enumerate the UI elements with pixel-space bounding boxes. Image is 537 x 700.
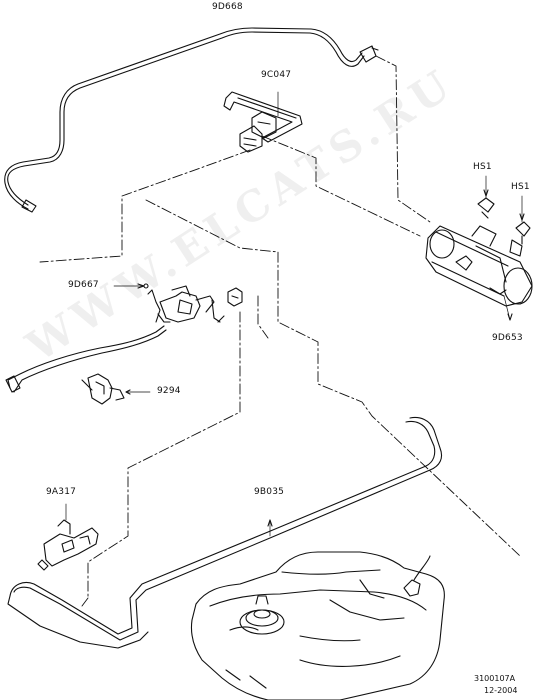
label-9d667: 9D667 [68, 280, 99, 290]
label-hs1-b: HS1 [511, 182, 530, 192]
label-9b035: 9B035 [254, 487, 285, 497]
label-9a317: 9A317 [46, 487, 77, 497]
label-9294: 9294 [157, 386, 181, 396]
connector-9a317 [37, 503, 99, 571]
label-9c047: 9C047 [261, 70, 292, 80]
bracket-9294 [81, 373, 151, 405]
clip-hs1-a [477, 175, 495, 219]
drawing-number: 3100107A [474, 674, 516, 683]
purge-valve-9d667 [5, 283, 243, 393]
label-9d668: 9D668 [212, 2, 243, 12]
clip-hs1-b [515, 195, 531, 245]
label-hs1-a: HS1 [473, 162, 492, 172]
canister-9d653 [425, 225, 533, 321]
vapor-line-9d668 [4, 27, 379, 213]
fuel-tank [190, 551, 445, 700]
drawing-date: 12-2004 [484, 686, 518, 695]
routing-lines [39, 55, 521, 607]
valve-9c047 [223, 91, 303, 153]
label-9d653: 9D653 [492, 333, 523, 343]
fuel-line-9b035 [7, 416, 443, 649]
